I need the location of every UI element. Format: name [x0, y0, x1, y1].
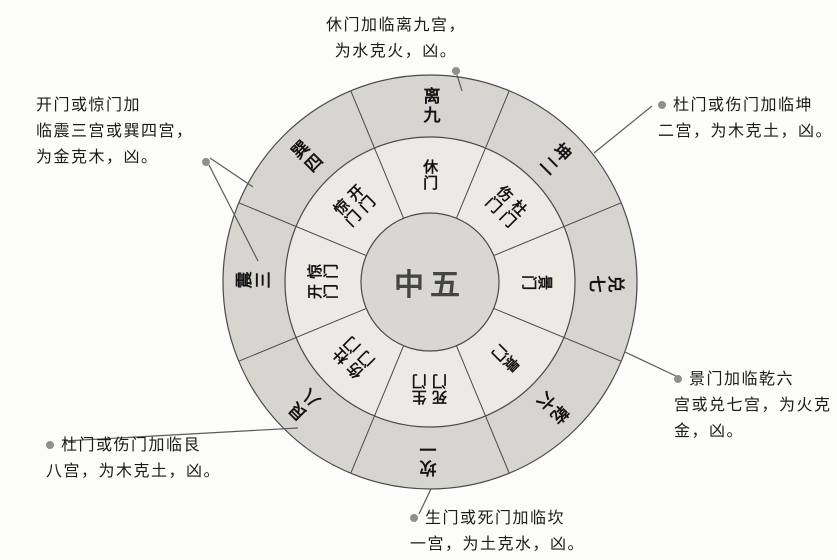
sector-divider-line — [493, 202, 622, 257]
callout-top-right: 杜门或伤门加临坤 二宫，为木克土，凶。 — [658, 92, 836, 144]
callout-bottom-left: 杜门或伤门加临艮 八宫，为木克土，凶。 — [46, 432, 232, 484]
leader-line-bottom — [418, 488, 432, 515]
sector-divider-line — [455, 345, 510, 474]
leader-line-bottom-right — [624, 351, 679, 378]
sector-divider-line — [238, 202, 367, 257]
callout-text: 杜门或伤门加临坤 — [673, 95, 814, 114]
gate-label-left: 惊门 开门 — [307, 262, 339, 301]
sector-divider-lines — [238, 90, 622, 474]
callout-text-line: 开门或惊门加 — [36, 95, 142, 114]
leader-line-top-right — [593, 105, 653, 154]
palace-label-zhen-three: 震三 — [235, 272, 273, 293]
callout-text-line: 金，凶。 — [674, 421, 745, 440]
callout-text-line: 休门加临离九宫， — [325, 15, 466, 34]
leader-line-left-lower — [208, 164, 259, 262]
palace-label-li-nine: 离九 — [419, 87, 440, 125]
sector-divider-line — [455, 90, 510, 219]
callout-text-line: 为金克木，凶。 — [36, 147, 159, 166]
sector-divider-line — [493, 307, 622, 362]
callout-top: 休门加临离九宫， 为水克火，凶。 — [286, 12, 506, 64]
gate-label-bottom: 生门 死门 — [410, 373, 449, 405]
callout-text: 杜门或伤门加临艮 — [61, 435, 202, 454]
callout-left: 开门或惊门加 临震三宫或巽四宫， 为金克木，凶。 — [36, 92, 212, 170]
callout-dot-bottom-right — [674, 375, 682, 383]
palace-label-dui-seven: 兑七 — [587, 271, 625, 292]
callout-text-line: 为水克火，凶。 — [334, 41, 458, 60]
gate-label-right: 景门 — [521, 273, 553, 292]
callout-text-line: 景门加临乾六 — [674, 366, 836, 392]
callout-dot-bottom-left — [46, 441, 54, 449]
sector-divider-line — [350, 345, 405, 474]
callout-dot-top — [452, 67, 460, 75]
callout-text-line: 八宫，为木克土，凶。 — [46, 461, 222, 480]
callout-text-line: 生门或死门加临坎 — [410, 505, 610, 531]
gate-label-top: 休门 — [421, 159, 440, 191]
callout-bottom: 生门或死门加临坎 一宫，为土克水，凶。 — [410, 505, 610, 557]
sector-divider-line — [238, 307, 367, 362]
callout-text-line: 宫或兑七宫，为火克 — [674, 395, 832, 414]
callout-text-line: 杜门或伤门加临坤 — [658, 92, 836, 118]
callout-text: 景门加临乾六 — [689, 369, 795, 388]
callout-text-line: 一宫，为土克水，凶。 — [410, 534, 586, 553]
leader-lines — [63, 74, 679, 515]
sector-divider-line — [350, 90, 405, 219]
callout-text-line: 杜门或伤门加临艮 — [46, 432, 232, 458]
callout-dot-left — [202, 158, 210, 166]
center-circle — [360, 212, 500, 352]
palace-label-kan-one: 坎一 — [420, 439, 441, 477]
callout-dot-bottom — [410, 514, 418, 522]
callout-dot-top-right — [658, 101, 666, 109]
center-palace-label: 中五 — [394, 268, 466, 303]
callout-bottom-right: 景门加临乾六 宫或兑七宫，为火克 金，凶。 — [674, 366, 836, 444]
leader-line-left-upper — [209, 157, 254, 188]
leader-line-bottom-left — [63, 427, 299, 442]
leader-line-top — [456, 74, 463, 92]
callout-text-line: 二宫，为木克土，凶。 — [658, 121, 834, 140]
callout-dots — [202, 67, 460, 166]
callout-text-line: 临震三宫或巽四宫， — [36, 121, 194, 140]
callout-text: 生门或死门加临坎 — [425, 508, 566, 527]
